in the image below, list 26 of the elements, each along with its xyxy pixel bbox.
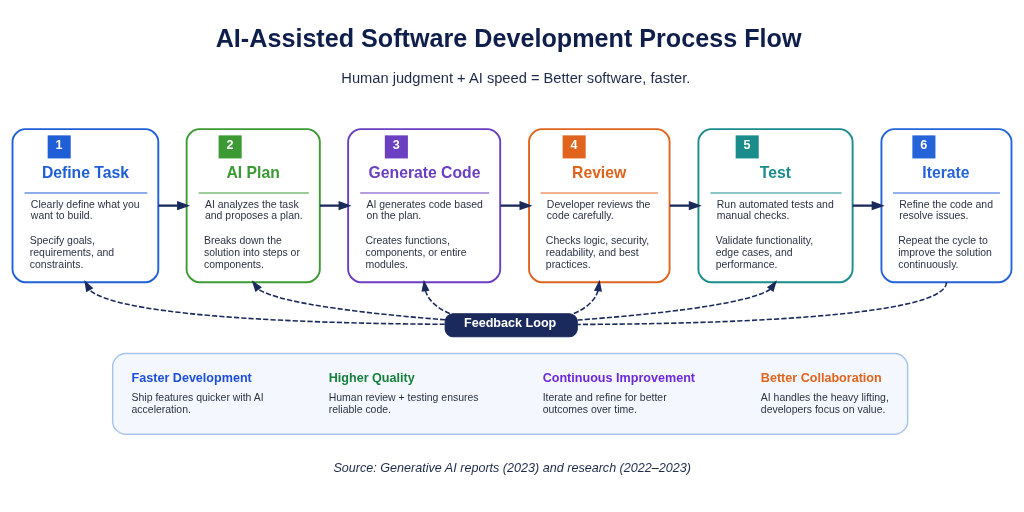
- label: Human judgment + AI speed = Better software, faster.: [341, 69, 691, 86]
- node-text: Higher Quality Human review + testing ensures reliable code.: [328, 370, 479, 415]
- arrow: [84, 279, 446, 325]
- node-text: Continuous Improvement Iterate and refine for better outcomes over time.: [542, 370, 696, 415]
- diagram-title: AI-Assisted Software Development Process Flow: [215, 23, 802, 52]
- node-box: 3 Generate Code AI generates code based on the plan. Creates functions, components, or entire modules.: [347, 127, 502, 283]
- node-box: 2 AI Plan AI analyzes the task and proposes a plan. Breaks down the solution into steps or components.: [185, 127, 321, 283]
- caption: Source: Generative AI reports (2023) and research (2022–2023): [333, 460, 691, 475]
- arrow: [421, 279, 451, 314]
- node-text: Better Collaboration AI handles the heavy lifting, developers focus on value.: [760, 370, 889, 415]
- arrow: [573, 279, 602, 314]
- node-box: Feedback Loop: [444, 312, 578, 337]
- node-box: 6 Iterate Refine the code and resolve issues. Repeat the cycle to improve the solution continuously.: [880, 127, 1013, 283]
- arrow: [251, 279, 446, 321]
- cluster: [111, 352, 909, 435]
- arrow: [576, 279, 777, 321]
- arrow: [669, 200, 702, 210]
- connector: [576, 280, 948, 325]
- node-text: Faster Development Ship features quicker with AI acceleration.: [131, 370, 264, 415]
- arrow: [320, 200, 352, 210]
- arrow: [852, 200, 885, 210]
- node-box: 5 Test Run automated tests and manual checks. Validate functionality, edge cases, and performance.: [697, 127, 854, 283]
- arrow: [500, 200, 533, 210]
- node-box: 1 Define Task Clearly define what you want to build. Specify goals, requirements, and constraints.: [11, 127, 160, 283]
- node-box: 4 Review Developer reviews the code carefully. Checks logic, security, readability, and best practices.: [528, 127, 671, 283]
- arrow: [158, 200, 191, 210]
